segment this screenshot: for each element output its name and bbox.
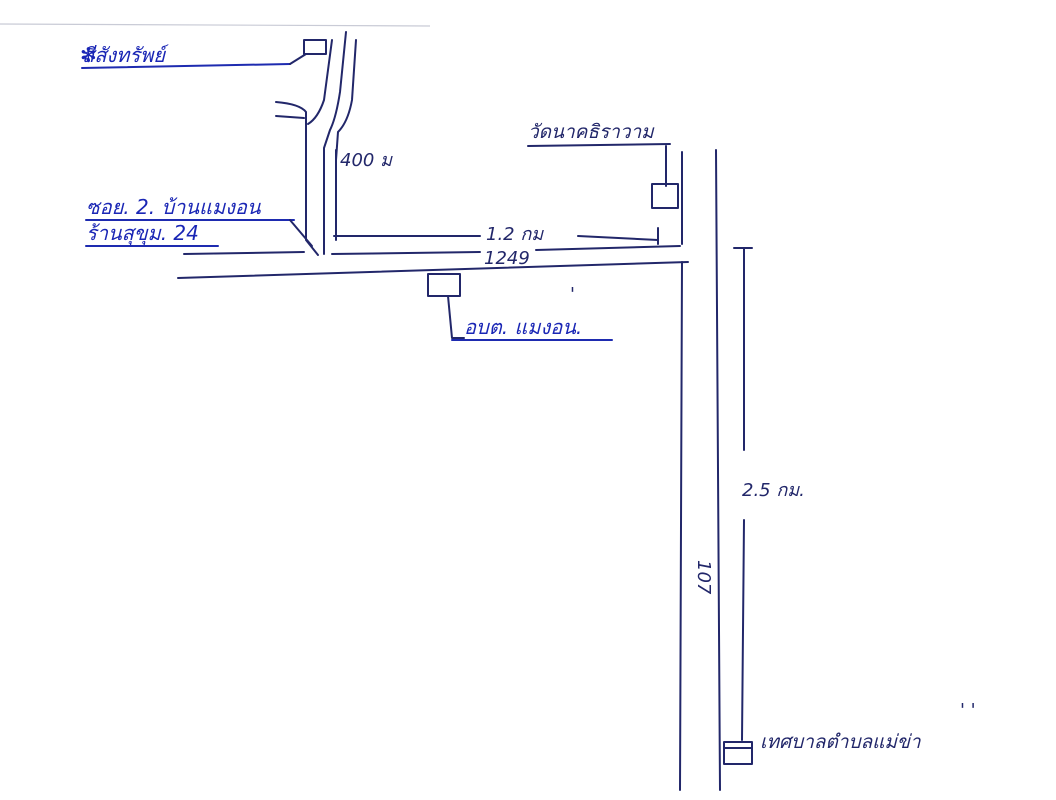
distance-1-2-label: 1.2 กม [486, 224, 544, 245]
side-road-right-outer [335, 39, 357, 161]
scan-edge-line [0, 23, 431, 27]
place-soi-sub: ร้านสุขุม. 24 [86, 221, 199, 246]
obt-building-symbol [427, 273, 461, 297]
wat-building-symbol [651, 183, 679, 209]
thesaban-tick: ' ' [960, 700, 976, 721]
side-road-right-edge [323, 31, 347, 255]
road-1249-top-edge-far [535, 245, 681, 251]
place-thesaban: เทศบาลตำบลแม่ข่า [760, 731, 922, 753]
road-1249-top-edge [183, 251, 305, 255]
road-1249-top-edge-right [331, 251, 481, 255]
road-107-left-edge [679, 261, 683, 791]
place-sisang-sap: สีสังทรัพย์ [82, 43, 169, 67]
obt-tick: ' [570, 284, 575, 305]
sisang-connector [289, 53, 307, 65]
road-1249-label: 1249 [484, 248, 530, 269]
thesaban-building-symbol [723, 741, 753, 765]
place-soi-2: ซอย. 2. บ้านแมงอน [86, 195, 262, 219]
road-107-label: 107 [693, 560, 714, 595]
soi-pointer [289, 219, 313, 247]
sisang-building-symbol [303, 39, 327, 55]
obt-pointer [447, 295, 465, 339]
distance-1-2-bar-right [577, 235, 659, 241]
distance-400-label: 400 ม [340, 150, 393, 171]
side-road-left-edge [275, 101, 319, 256]
place-wat-nat: วัดนาคธิราวาม [528, 121, 655, 143]
distance-2-5-label: 2.5 กม. [742, 480, 805, 501]
side-road-inner-curve [307, 39, 333, 125]
place-obt: อบต. แมงอน. [464, 315, 582, 339]
distance-2-5-bar-lower [741, 519, 745, 741]
wat-underline [527, 143, 671, 147]
side-road-branch-upper [275, 115, 305, 119]
road-1249-bottom-edge [177, 261, 689, 279]
star-mark: ✻ [80, 43, 97, 67]
road-107-right-edge [715, 149, 721, 791]
sisang-pointer-line [81, 63, 291, 69]
